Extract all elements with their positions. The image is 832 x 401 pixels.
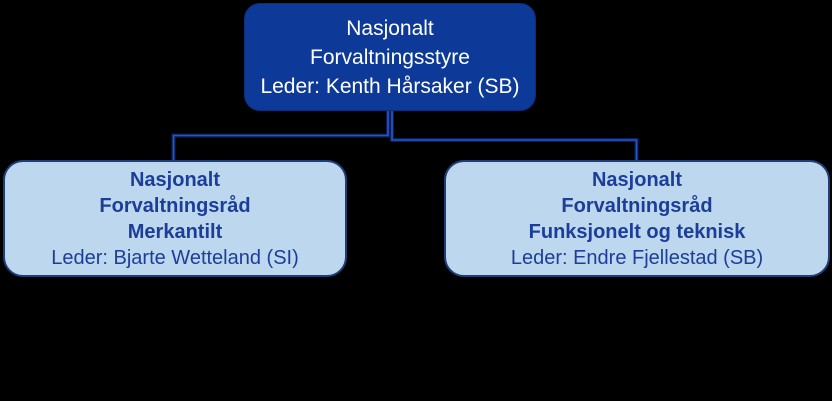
child-left-line-2: Forvaltningsråd <box>99 194 251 217</box>
child-node-funksjonelt-og-teknisk: Nasjonalt Forvaltningsråd Funksjonelt og… <box>444 160 830 277</box>
child-right-line-2: Forvaltningsråd <box>561 194 713 217</box>
root-node-line-1: Nasjonalt <box>346 16 434 40</box>
child-left-leader-line: Leder: Bjarte Wetteland (SI) <box>51 246 299 269</box>
child-node-merkantilt: Nasjonalt Forvaltningsråd Merkantilt Led… <box>3 160 347 277</box>
connector-root-to-right-core <box>391 110 638 160</box>
child-left-line-1: Nasjonalt <box>129 168 221 191</box>
child-left-line-3: Merkantilt <box>127 220 223 243</box>
root-node: Nasjonalt Forvaltningsstyre Leder: Kenth… <box>244 3 536 111</box>
connector-root-to-right <box>390 110 639 160</box>
child-right-line-3: Funksjonelt og teknisk <box>528 220 746 243</box>
root-node-leader-line: Leder: Kenth Hårsaker (SB) <box>260 74 520 98</box>
connector-root-to-left-core <box>172 110 389 160</box>
child-right-leader-line: Leder: Endre Fjellestad (SB) <box>510 246 764 269</box>
root-node-line-2: Forvaltningsstyre <box>310 45 470 69</box>
connector-root-to-left <box>171 110 390 160</box>
child-right-line-1: Nasjonalt <box>591 168 683 191</box>
